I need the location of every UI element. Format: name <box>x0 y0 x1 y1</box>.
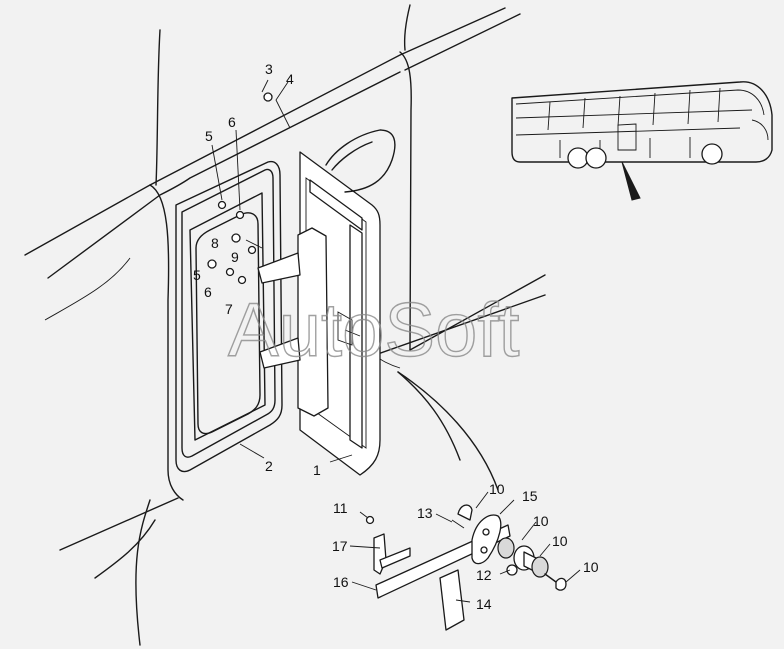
callout-3: 3 <box>265 61 273 77</box>
bus-body-panel <box>24 4 546 646</box>
callout-10-top: 10 <box>489 481 505 497</box>
callout-7: 7 <box>225 301 233 317</box>
callout-9: 9 <box>231 249 239 265</box>
callout-13: 13 <box>417 505 433 521</box>
callout-2: 2 <box>265 458 273 474</box>
callout-17: 17 <box>332 538 348 554</box>
callout-1: 1 <box>313 462 321 478</box>
watermark-text: AutoSoft <box>228 288 520 373</box>
callout-4: 4 <box>286 71 294 87</box>
callout-16: 16 <box>333 574 349 590</box>
callout-labels: 3 4 5 6 8 9 5 6 7 2 1 11 13 10 15 10 17 … <box>193 61 599 612</box>
callout-10-right: 10 <box>583 559 599 575</box>
hatch-door <box>257 129 396 476</box>
callout-15: 15 <box>522 488 538 504</box>
callout-5-lower: 5 <box>193 267 201 283</box>
callout-6: 6 <box>228 114 236 130</box>
door-frame <box>175 160 283 473</box>
leader-lines <box>211 79 499 491</box>
callout-8: 8 <box>211 235 219 251</box>
lock-leader-lines <box>349 491 581 603</box>
callout-14: 14 <box>476 596 492 612</box>
bus-overview-inset <box>511 81 773 201</box>
callout-10-lower: 10 <box>552 533 568 549</box>
callout-10-mid: 10 <box>533 513 549 529</box>
callout-11: 11 <box>333 500 348 516</box>
callout-6-lower: 6 <box>204 284 212 300</box>
lock-assembly <box>365 504 567 631</box>
callout-12: 12 <box>476 567 492 583</box>
callout-5: 5 <box>205 128 213 144</box>
frame-hardware <box>207 92 273 285</box>
